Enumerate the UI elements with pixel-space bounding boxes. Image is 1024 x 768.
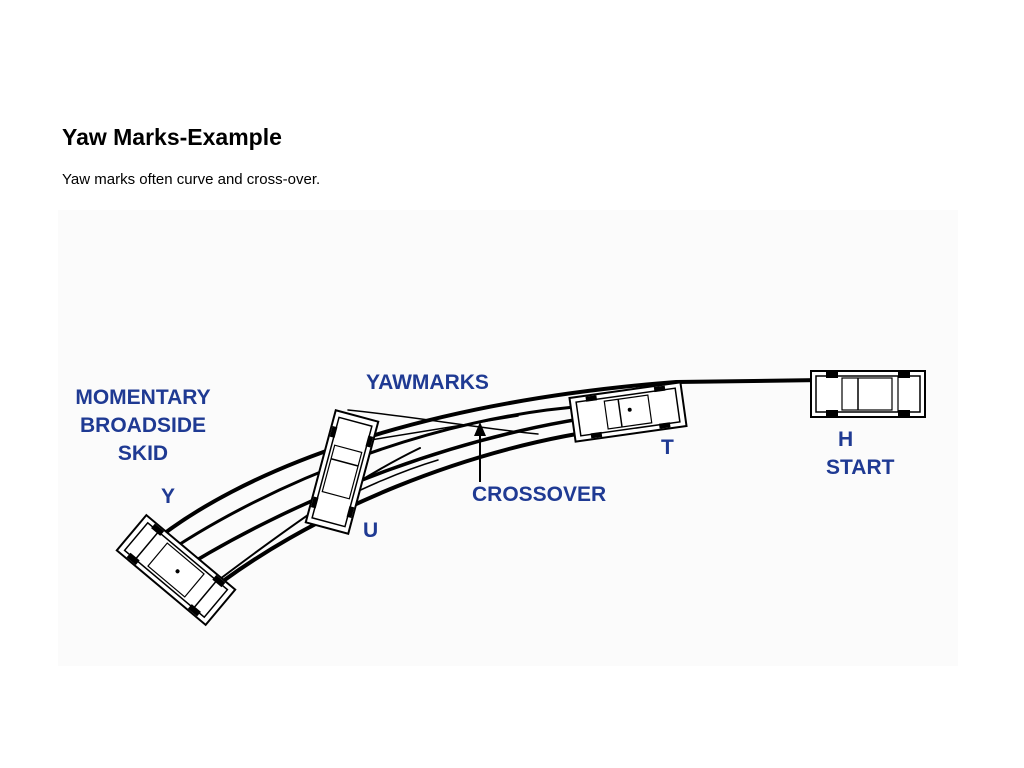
position-y-label: Y: [161, 485, 176, 508]
slide-subtitle: Yaw marks often curve and cross-over.: [62, 171, 321, 188]
yaw-mark-4: [194, 420, 680, 604]
slide-title: Yaw Marks-Example: [62, 124, 282, 150]
position-h-label: H: [838, 428, 854, 451]
yawmarks-label: YAWMARKS: [366, 371, 489, 394]
start-label: START: [826, 456, 895, 479]
momentary-label-line1: MOMENTARY: [75, 386, 211, 409]
diagram-drawing: [115, 370, 926, 627]
momentary-label-line3: SKID: [117, 442, 169, 465]
yaw-mark-6: [347, 409, 539, 435]
car-position-u: [304, 409, 380, 535]
car-position-y: [115, 513, 237, 627]
momentary-broadside-skid-label: MOMENTARY BROADSIDE SKID: [58, 384, 228, 468]
car-position-t: [568, 381, 688, 443]
position-u-label: U: [363, 519, 379, 542]
car-start-h: [810, 370, 926, 418]
crossover-label: CROSSOVER: [472, 483, 607, 506]
momentary-label-line2: BROADSIDE: [79, 414, 206, 437]
crossover-arrow: [474, 422, 486, 482]
yaw-mark-7: [357, 415, 519, 443]
yaw-mark-1: [144, 378, 825, 550]
yaw-marks-diagram: MOMENTARY BROADSIDE SKID YAWMARKS CROSSO…: [58, 210, 958, 666]
position-t-label: T: [661, 436, 674, 459]
